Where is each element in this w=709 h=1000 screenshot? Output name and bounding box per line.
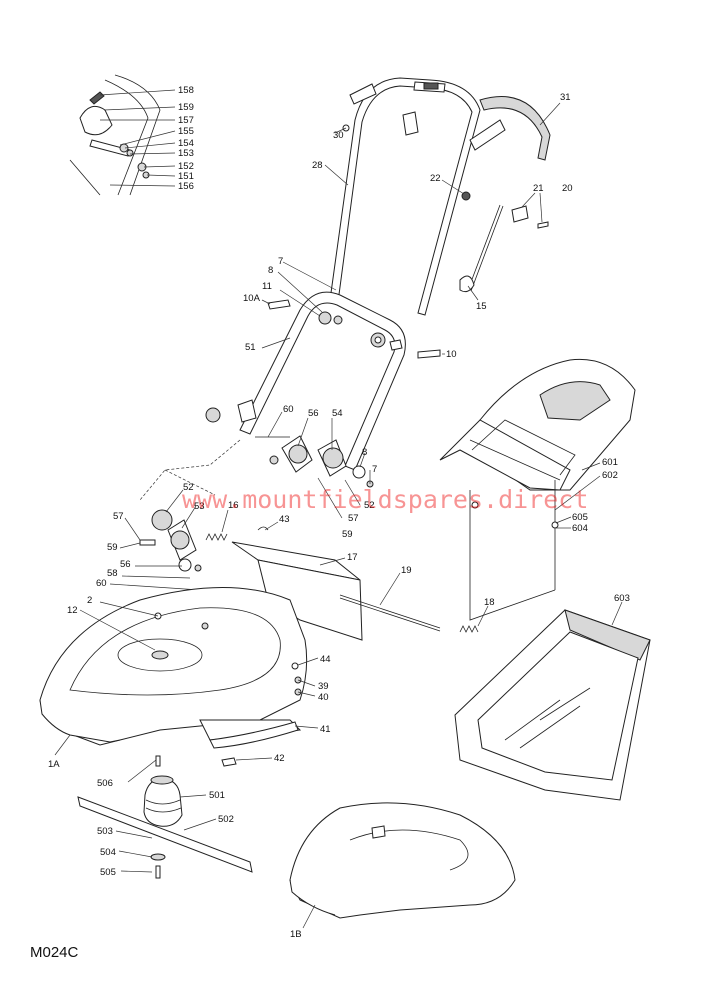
label-2: 2 xyxy=(87,595,92,606)
blade-assembly xyxy=(77,755,253,879)
left-height-adjuster xyxy=(119,489,202,572)
label-11: 11 xyxy=(262,281,272,292)
label-54: 54 xyxy=(332,408,343,419)
label-52-right: 52 xyxy=(364,500,375,511)
cable-fixings xyxy=(441,179,549,301)
grass-box-603 xyxy=(454,601,651,801)
label-603: 603 xyxy=(614,593,630,604)
label-60-lower: 60 xyxy=(96,578,107,589)
label-605: 605 xyxy=(572,512,588,523)
throttle-lever-detail xyxy=(69,74,176,196)
label-505: 505 xyxy=(100,867,116,878)
label-1b: 1B xyxy=(290,929,302,940)
label-28: 28 xyxy=(312,160,323,171)
label-40: 40 xyxy=(318,692,329,703)
label-155: 155 xyxy=(178,126,194,137)
label-10a: 10A xyxy=(243,293,261,304)
diagram-code: M024C xyxy=(30,944,79,961)
mower-deck-1b xyxy=(289,802,516,929)
height-adjusters xyxy=(139,411,374,519)
label-504: 504 xyxy=(100,847,116,858)
label-151: 151 xyxy=(178,171,194,182)
label-503: 503 xyxy=(97,826,113,837)
label-18: 18 xyxy=(484,597,495,608)
label-30: 30 xyxy=(333,130,344,141)
label-8-upper: 8 xyxy=(268,265,273,276)
label-506: 506 xyxy=(97,778,113,789)
label-601: 601 xyxy=(602,457,618,468)
label-12: 12 xyxy=(67,605,78,616)
label-154: 154 xyxy=(178,138,194,149)
label-21: 21 xyxy=(533,183,544,194)
label-57-right: 57 xyxy=(348,513,359,524)
label-1a: 1A xyxy=(48,759,60,770)
label-153: 153 xyxy=(178,148,194,159)
label-157: 157 xyxy=(178,115,194,126)
grass-box-lid xyxy=(439,358,636,621)
label-44: 44 xyxy=(320,654,331,665)
label-17: 17 xyxy=(347,552,358,563)
mower-deck-1a xyxy=(39,587,319,767)
label-59-right: 59 xyxy=(342,529,353,540)
label-15: 15 xyxy=(476,301,487,312)
label-41: 41 xyxy=(320,724,331,735)
upper-handle xyxy=(324,77,561,316)
label-501: 501 xyxy=(209,790,225,801)
label-39: 39 xyxy=(318,681,329,692)
label-7-upper: 7 xyxy=(278,256,283,267)
label-8-lower: 8 xyxy=(362,447,367,458)
label-502: 502 xyxy=(218,814,234,825)
label-19: 19 xyxy=(401,565,412,576)
label-156: 156 xyxy=(178,181,194,192)
label-158: 158 xyxy=(178,85,194,96)
label-59-left: 59 xyxy=(107,542,118,553)
label-52-left: 52 xyxy=(183,482,194,493)
watermark: www.mountfieldspares.direct xyxy=(182,485,588,514)
label-31: 31 xyxy=(560,92,571,103)
label-56-lower: 56 xyxy=(120,559,131,570)
lower-handle xyxy=(205,261,445,471)
label-57-left: 57 xyxy=(113,511,124,522)
label-152: 152 xyxy=(178,161,194,172)
label-7-lower: 7 xyxy=(372,464,377,475)
label-602: 602 xyxy=(602,470,618,481)
label-16: 16 xyxy=(228,500,239,511)
label-22: 22 xyxy=(430,173,441,184)
label-20: 20 xyxy=(562,183,573,194)
label-10: 10 xyxy=(446,349,457,360)
label-159: 159 xyxy=(178,102,194,113)
label-604: 604 xyxy=(572,523,588,534)
label-53: 53 xyxy=(194,501,205,512)
label-60-upper: 60 xyxy=(283,404,294,415)
label-51: 51 xyxy=(245,342,256,353)
label-43: 43 xyxy=(279,514,290,525)
label-56-upper: 56 xyxy=(308,408,319,419)
label-58: 58 xyxy=(107,568,118,579)
label-42: 42 xyxy=(274,753,285,764)
